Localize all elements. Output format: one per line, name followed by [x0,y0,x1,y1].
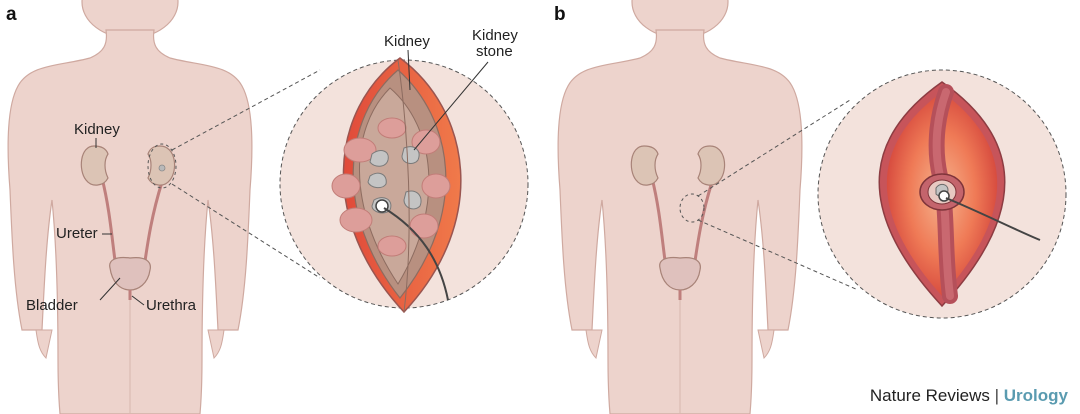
bladder-a [109,256,151,291]
inset-kidney-cross-section: Kidney Kidney stone [279,27,529,314]
label-ureter: Ureter [56,225,98,242]
bladder-b [659,256,701,291]
label-kidney-stone-line2: stone [476,43,513,60]
label-urethra: Urethra [146,297,197,314]
inset-ureter-cross-section [817,69,1067,319]
kidney-left-a [80,145,109,186]
credit-journal: Urology [1003,386,1068,405]
label-kidney-inset: Kidney [384,33,430,50]
ureteroscope-a [383,207,449,301]
body-silhouette-a [7,0,253,414]
kidney-right-b [697,145,726,186]
credit-separator: | [994,386,1000,405]
body-silhouette-b [557,0,803,414]
label-kidney: Kidney [74,121,120,138]
label-kidney-stone-line1: Kidney [472,27,518,44]
label-bladder: Bladder [26,297,78,314]
kidney-stones [367,146,422,214]
urinary-tract-a [80,145,176,300]
credit-publisher: Nature Reviews [869,386,990,405]
panel-a-letter: a [6,4,17,25]
urinary-tract-b [630,145,726,300]
kidney-left-b [630,145,659,186]
journal-credit: Nature Reviews | Urology [870,386,1068,406]
ureteroscope-b [945,197,1041,241]
panel-b-letter: b [554,4,566,25]
kidney-calyces [331,117,451,257]
